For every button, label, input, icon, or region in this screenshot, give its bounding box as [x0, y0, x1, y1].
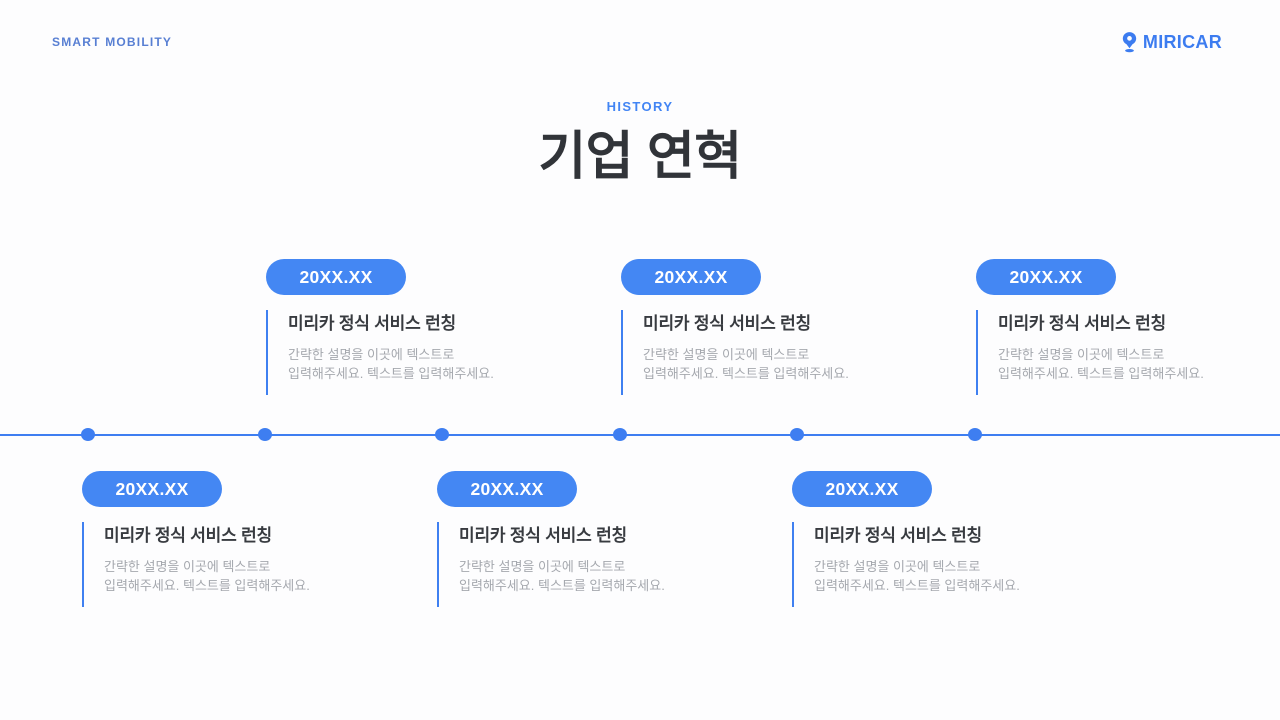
- timeline-card: 20XX.XX 미리카 정식 서비스 런칭 간략한 설명을 이곳에 텍스트로 입…: [266, 259, 566, 395]
- desc-line: 입력해주세요. 텍스트를 입력해주세요.: [814, 578, 1020, 593]
- location-pin-icon: [1120, 31, 1139, 53]
- date-badge: 20XX.XX: [621, 259, 761, 295]
- card-title: 미리카 정식 서비스 런칭: [643, 314, 811, 333]
- timeline-dot: [435, 428, 449, 441]
- card-description: 간략한 설명을 이곳에 텍스트로 입력해주세요. 텍스트를 입력해주세요.: [814, 557, 1092, 595]
- card-title: 미리카 정식 서비스 런칭: [998, 314, 1166, 333]
- brand-label: SMART MOBILITY: [52, 35, 173, 49]
- date-badge: 20XX.XX: [792, 471, 932, 507]
- date-label: 20XX.XX: [825, 478, 899, 499]
- desc-line: 간략한 설명을 이곳에 텍스트로: [643, 347, 810, 362]
- timeline-card: 20XX.XX 미리카 정식 서비스 런칭 간략한 설명을 이곳에 텍스트로 입…: [82, 471, 382, 607]
- desc-line: 간략한 설명을 이곳에 텍스트로: [459, 559, 626, 574]
- card-body: 미리카 정식 서비스 런칭 간략한 설명을 이곳에 텍스트로 입력해주세요. 텍…: [437, 522, 737, 607]
- desc-line: 간략한 설명을 이곳에 텍스트로: [104, 559, 271, 574]
- card-body: 미리카 정식 서비스 런칭 간략한 설명을 이곳에 텍스트로 입력해주세요. 텍…: [792, 522, 1092, 607]
- timeline-card: 20XX.XX 미리카 정식 서비스 런칭 간략한 설명을 이곳에 텍스트로 입…: [621, 259, 921, 395]
- timeline-dot: [81, 428, 95, 441]
- timeline-card: 20XX.XX 미리카 정식 서비스 런칭 간략한 설명을 이곳에 텍스트로 입…: [976, 259, 1276, 395]
- timeline-line: [0, 434, 1280, 436]
- logo-text: MIRICAR: [1142, 31, 1222, 52]
- card-description: 간략한 설명을 이곳에 텍스트로 입력해주세요. 텍스트를 입력해주세요.: [998, 345, 1276, 383]
- card-title: 미리카 정식 서비스 런칭: [814, 526, 982, 545]
- title-block: HISTORY 기업 연혁: [0, 99, 1280, 186]
- card-body: 미리카 정식 서비스 런칭 간략한 설명을 이곳에 텍스트로 입력해주세요. 텍…: [621, 310, 921, 395]
- desc-line: 입력해주세요. 텍스트를 입력해주세요.: [104, 578, 310, 593]
- card-body: 미리카 정식 서비스 런칭 간략한 설명을 이곳에 텍스트로 입력해주세요. 텍…: [82, 522, 382, 607]
- date-badge: 20XX.XX: [266, 259, 406, 295]
- desc-line: 입력해주세요. 텍스트를 입력해주세요.: [288, 366, 494, 381]
- desc-line: 간략한 설명을 이곳에 텍스트로: [814, 559, 981, 574]
- card-title: 미리카 정식 서비스 런칭: [104, 526, 272, 545]
- date-label: 20XX.XX: [299, 266, 373, 287]
- timeline-card: 20XX.XX 미리카 정식 서비스 런칭 간략한 설명을 이곳에 텍스트로 입…: [792, 471, 1092, 607]
- card-description: 간략한 설명을 이곳에 텍스트로 입력해주세요. 텍스트를 입력해주세요.: [288, 345, 566, 383]
- miricar-logo: MIRICAR: [1120, 31, 1222, 53]
- desc-line: 간략한 설명을 이곳에 텍스트로: [998, 347, 1165, 362]
- desc-line: 입력해주세요. 텍스트를 입력해주세요.: [998, 366, 1204, 381]
- card-body: 미리카 정식 서비스 런칭 간략한 설명을 이곳에 텍스트로 입력해주세요. 텍…: [266, 310, 566, 395]
- date-label: 20XX.XX: [470, 478, 544, 499]
- card-title: 미리카 정식 서비스 런칭: [288, 314, 456, 333]
- card-title: 미리카 정식 서비스 런칭: [459, 526, 627, 545]
- timeline-card: 20XX.XX 미리카 정식 서비스 런칭 간략한 설명을 이곳에 텍스트로 입…: [437, 471, 737, 607]
- date-label: 20XX.XX: [115, 478, 189, 499]
- timeline-dot: [968, 428, 982, 441]
- timeline-dot: [790, 428, 804, 441]
- timeline-dot: [613, 428, 627, 441]
- date-label: 20XX.XX: [1009, 266, 1083, 287]
- card-description: 간략한 설명을 이곳에 텍스트로 입력해주세요. 텍스트를 입력해주세요.: [104, 557, 382, 595]
- card-description: 간략한 설명을 이곳에 텍스트로 입력해주세요. 텍스트를 입력해주세요.: [643, 345, 921, 383]
- date-badge: 20XX.XX: [976, 259, 1116, 295]
- page-title: 기업 연혁: [538, 128, 742, 186]
- card-body: 미리카 정식 서비스 런칭 간략한 설명을 이곳에 텍스트로 입력해주세요. 텍…: [976, 310, 1276, 395]
- desc-line: 입력해주세요. 텍스트를 입력해주세요.: [643, 366, 849, 381]
- date-label: 20XX.XX: [654, 266, 728, 287]
- desc-line: 간략한 설명을 이곳에 텍스트로: [288, 347, 455, 362]
- date-badge: 20XX.XX: [437, 471, 577, 507]
- card-description: 간략한 설명을 이곳에 텍스트로 입력해주세요. 텍스트를 입력해주세요.: [459, 557, 737, 595]
- eyebrow-label: HISTORY: [606, 99, 674, 114]
- desc-line: 입력해주세요. 텍스트를 입력해주세요.: [459, 578, 665, 593]
- date-badge: 20XX.XX: [82, 471, 222, 507]
- timeline-dot: [258, 428, 272, 441]
